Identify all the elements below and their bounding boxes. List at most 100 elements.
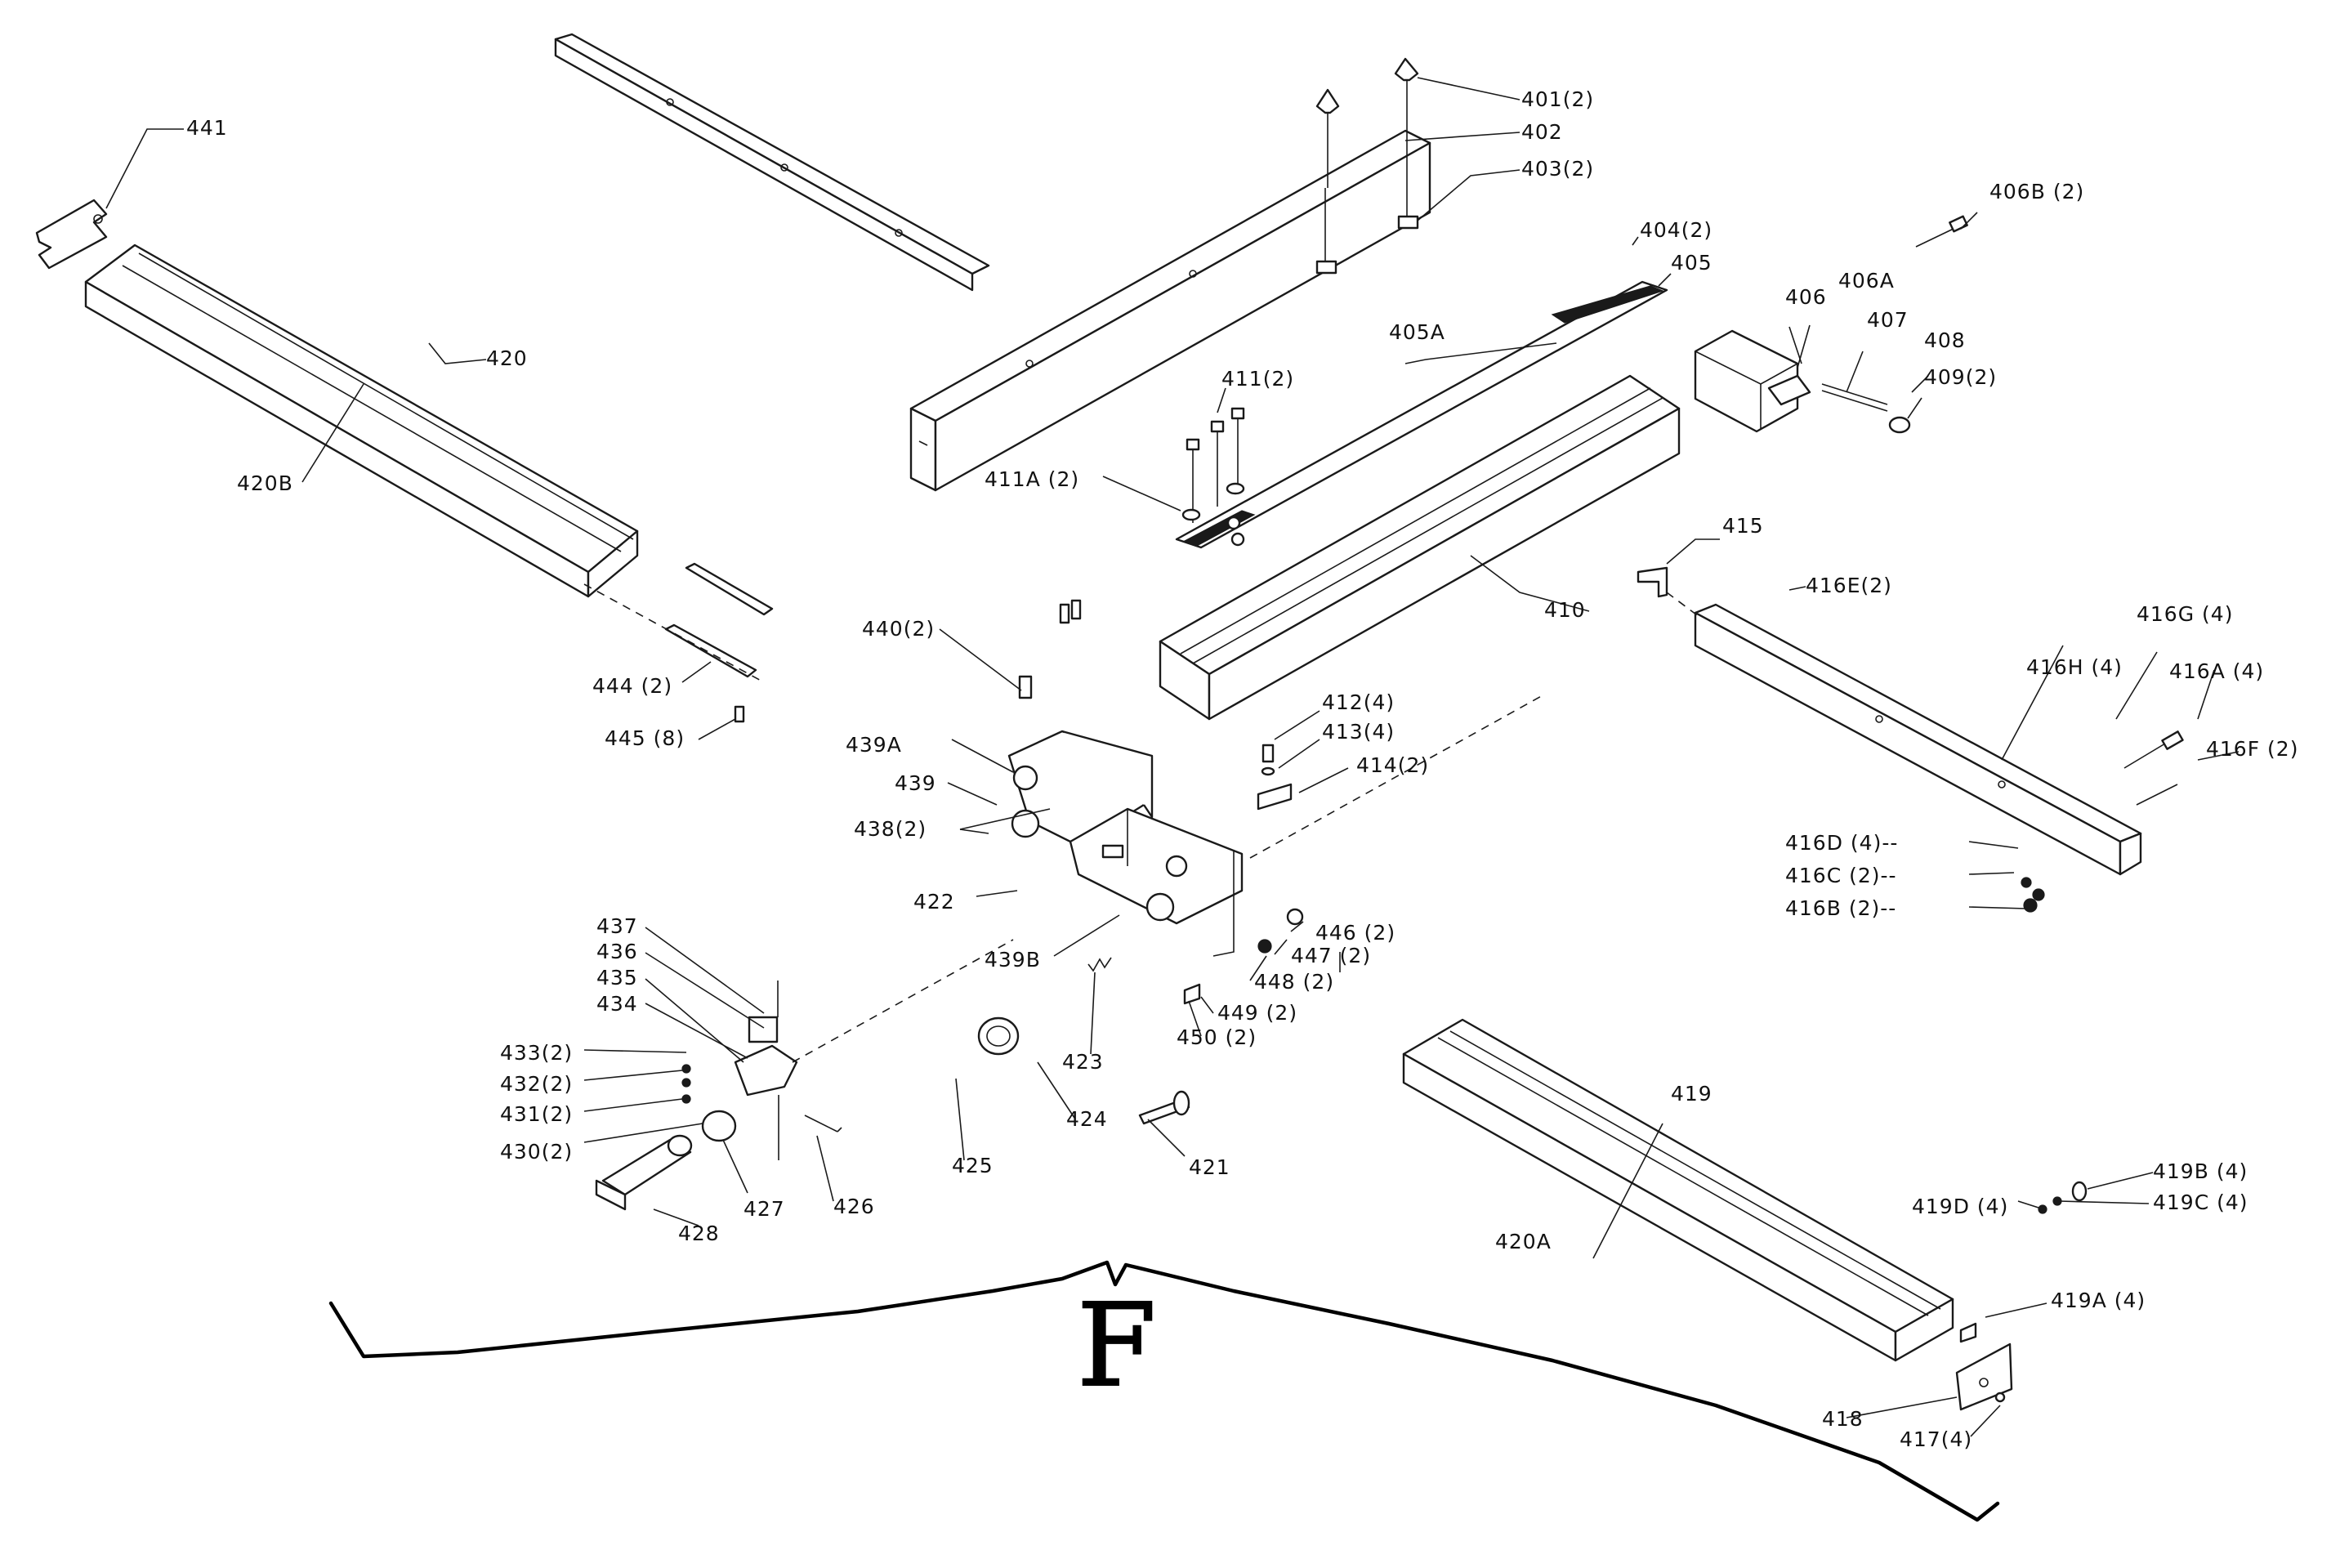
part-426-pin bbox=[804, 1115, 842, 1132]
label-406a: 406A bbox=[1838, 269, 1895, 293]
label-420: 420 bbox=[486, 346, 528, 370]
label-438: 438(2) bbox=[854, 817, 927, 841]
label-419d: 419D (4) bbox=[1912, 1195, 2008, 1218]
part-419-hardware bbox=[1959, 1181, 2088, 1343]
label-423: 423 bbox=[1062, 1050, 1104, 1074]
label-428: 428 bbox=[678, 1222, 720, 1245]
label-411a: 411A (2) bbox=[985, 467, 1079, 491]
label-419a: 419A (4) bbox=[2051, 1289, 2146, 1312]
label-409: 409(2) bbox=[1924, 365, 1997, 389]
label-416c: 416C (2)-- bbox=[1785, 864, 1897, 887]
label-420a: 420A bbox=[1495, 1230, 1552, 1253]
part-427-collar bbox=[701, 1110, 737, 1142]
part-410-extrusion bbox=[1159, 374, 1681, 721]
label-445: 445 (8) bbox=[605, 726, 685, 750]
label-439a: 439A bbox=[846, 733, 902, 757]
label-419b: 419B (4) bbox=[2153, 1159, 2248, 1183]
label-401: 401(2) bbox=[1521, 87, 1594, 111]
part-411-screws bbox=[1181, 407, 1245, 523]
part-409-caps bbox=[1888, 416, 1911, 434]
label-419: 419 bbox=[1671, 1082, 1713, 1106]
part-445-screws bbox=[734, 705, 745, 723]
label-448: 448 (2) bbox=[1254, 970, 1334, 994]
label-425: 425 bbox=[952, 1154, 994, 1177]
label-406b: 406B (2) bbox=[1989, 180, 2084, 203]
label-404: 404(2) bbox=[1640, 218, 1713, 242]
label-412: 412(4) bbox=[1322, 690, 1395, 714]
label-439b: 439B bbox=[985, 948, 1041, 972]
part-428-handle bbox=[595, 1134, 693, 1211]
part-403-nuts bbox=[1315, 215, 1419, 275]
part-406-block bbox=[1694, 329, 1811, 433]
part-424-knob bbox=[977, 1016, 1020, 1056]
label-437: 437 bbox=[596, 914, 638, 938]
label-416e: 416E(2) bbox=[1806, 574, 1892, 597]
part-434-clamp bbox=[681, 981, 798, 1160]
part-405-scale bbox=[1175, 280, 1668, 549]
label-405: 405 bbox=[1671, 251, 1713, 275]
leader-lines bbox=[105, 77, 2239, 1437]
label-403: 403(2) bbox=[1521, 157, 1594, 181]
label-414: 414(2) bbox=[1356, 753, 1429, 777]
label-433: 433(2) bbox=[500, 1041, 573, 1065]
label-447: 447 (2) bbox=[1291, 944, 1371, 967]
part-417-screws bbox=[1994, 1392, 2006, 1403]
part-401-knobs bbox=[1315, 57, 1419, 261]
part-439-body bbox=[1007, 730, 1244, 925]
label-435: 435 bbox=[596, 966, 638, 989]
part-444-plates bbox=[664, 562, 774, 678]
part-423-spring bbox=[1087, 957, 1112, 972]
label-420b: 420B bbox=[237, 471, 293, 495]
label-424: 424 bbox=[1066, 1107, 1108, 1131]
part-412-414-hardware bbox=[1257, 744, 1293, 811]
part-441-bracket bbox=[35, 199, 108, 270]
part-angle-channel bbox=[554, 33, 990, 292]
assembly-axis-lines bbox=[583, 583, 1700, 1063]
label-432: 432(2) bbox=[500, 1072, 573, 1096]
label-446: 446 (2) bbox=[1315, 921, 1395, 945]
label-444: 444 (2) bbox=[592, 674, 672, 698]
label-411: 411(2) bbox=[1221, 367, 1294, 391]
callout-labels: 401(2) 402 403(2) 404(2) 405 405A 406 40… bbox=[186, 87, 2298, 1451]
label-407: 407 bbox=[1867, 308, 1909, 332]
label-406: 406 bbox=[1785, 285, 1827, 309]
handwritten-cut-line bbox=[328, 1260, 2000, 1522]
label-431: 431(2) bbox=[500, 1102, 573, 1126]
part-446-450-hardware bbox=[1183, 908, 1304, 1005]
label-410: 410 bbox=[1544, 598, 1586, 622]
part-416-hardware bbox=[2021, 730, 2184, 913]
part-420-rail bbox=[84, 243, 639, 598]
label-449: 449 (2) bbox=[1217, 1001, 1297, 1025]
label-418: 418 bbox=[1822, 1407, 1864, 1431]
label-415: 415 bbox=[1722, 514, 1764, 538]
part-406b-screws bbox=[1915, 215, 1968, 248]
label-421: 421 bbox=[1189, 1155, 1230, 1179]
handwritten-sheet-letter: F bbox=[1076, 1279, 1157, 1414]
label-417: 417(4) bbox=[1900, 1427, 1972, 1451]
label-416h: 416H (4) bbox=[2026, 655, 2123, 679]
part-408-pin bbox=[1821, 383, 1888, 412]
label-402: 402 bbox=[1521, 120, 1563, 144]
label-439: 439 bbox=[895, 771, 936, 795]
label-405a: 405A bbox=[1389, 320, 1445, 344]
label-408: 408 bbox=[1924, 328, 1966, 352]
part-416e-rail bbox=[1694, 603, 2142, 876]
part-440-screws bbox=[1018, 599, 1082, 699]
label-434: 434 bbox=[596, 992, 638, 1016]
label-426: 426 bbox=[833, 1195, 875, 1218]
sheet-letter-text: F bbox=[1077, 1280, 1156, 1413]
part-402-channel bbox=[909, 129, 1431, 492]
part-415-clip bbox=[1637, 566, 1668, 598]
label-419c: 419C (4) bbox=[2153, 1191, 2248, 1214]
label-427: 427 bbox=[744, 1197, 785, 1221]
label-436: 436 bbox=[596, 940, 638, 963]
label-416d: 416D (4)-- bbox=[1785, 831, 1898, 855]
label-430: 430(2) bbox=[500, 1140, 573, 1164]
part-421-bolt bbox=[1138, 1090, 1190, 1125]
label-441: 441 bbox=[186, 116, 228, 140]
part-419-rail bbox=[1402, 1018, 1954, 1362]
label-416g: 416G (4) bbox=[2137, 602, 2233, 626]
label-440: 440(2) bbox=[862, 617, 935, 641]
label-450: 450 (2) bbox=[1177, 1025, 1257, 1049]
